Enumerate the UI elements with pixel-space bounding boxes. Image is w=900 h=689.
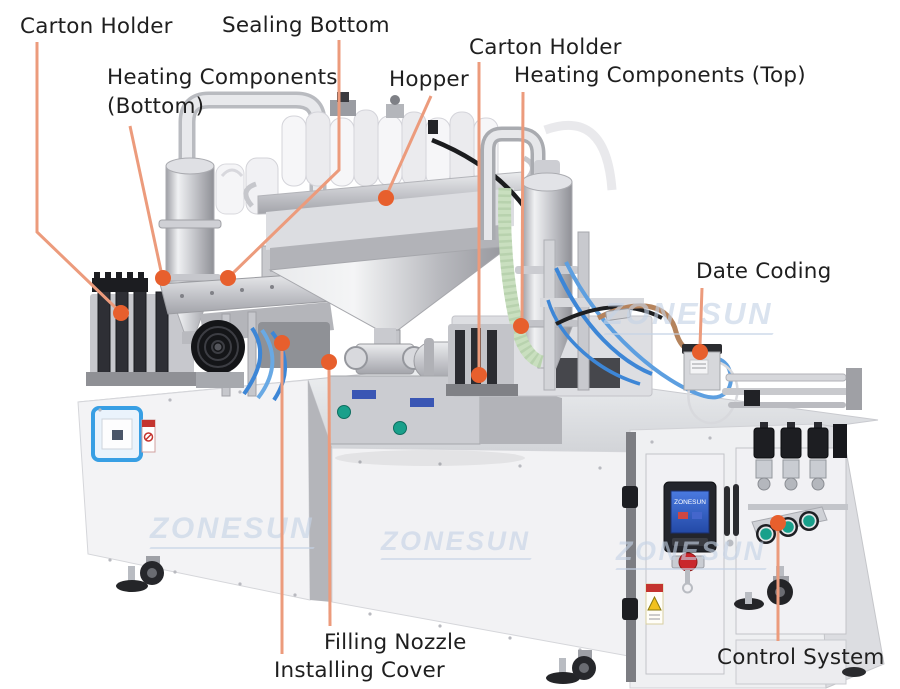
hopper-body-band <box>266 188 514 250</box>
hmi-button-strip <box>672 538 708 546</box>
door-key <box>726 539 734 547</box>
pushbutton-row <box>751 506 828 544</box>
panel-key-ring <box>682 582 693 594</box>
filler-label-2 <box>410 398 434 407</box>
carton-holder-right-unit <box>446 324 518 396</box>
label-hopper: Hopper <box>389 67 469 92</box>
leader-date-coding <box>692 287 708 360</box>
piston-clamp <box>424 338 434 384</box>
door-hinge-top <box>622 486 638 508</box>
hopper-pleated-cover <box>281 109 499 187</box>
filler-indicator-2 <box>393 421 407 435</box>
leader-hopper <box>378 95 433 206</box>
door-handle-right <box>733 484 739 536</box>
label-carton-holder-left: Carton Holder <box>20 14 173 39</box>
leader-sealing-bottom <box>220 40 341 286</box>
window-inner-mark <box>112 430 123 440</box>
door-hinge-bottom <box>622 598 638 620</box>
conveyor-rails <box>722 368 862 410</box>
hopper-dark-band <box>270 224 510 272</box>
cooling-fan <box>191 320 245 388</box>
hmi-screen <box>670 490 710 534</box>
label-heating-components-top: Heating Components (Top) <box>514 63 806 88</box>
caster-middle <box>546 650 596 684</box>
leader-filling-nozzle <box>321 354 337 627</box>
hopper-assembly <box>243 92 559 351</box>
label-control-system: Control System <box>717 645 885 670</box>
solenoid-valve-bank <box>748 422 848 510</box>
right-station <box>446 121 862 425</box>
motor-box <box>258 322 330 368</box>
foot-right-side <box>842 667 866 677</box>
leader-carton-holder-left <box>35 42 129 321</box>
label-filling-nozzle: Filling Nozzle <box>324 630 467 655</box>
hopper-handle-left <box>243 181 257 208</box>
pneumatic-tubes-right <box>546 261 733 400</box>
leader-carton-holder-right <box>471 62 487 383</box>
hmi-screen-brand: ZONESUN <box>674 499 706 506</box>
hopper-top-clamps <box>330 92 438 134</box>
black-cable-right <box>555 305 663 326</box>
guide-post-2 <box>247 311 257 397</box>
leader-heating-components-top <box>513 91 529 334</box>
caster-right <box>734 566 793 610</box>
housing-shadow <box>335 450 525 466</box>
caster-left <box>116 556 164 592</box>
label-date-coding: Date Coding <box>696 259 832 284</box>
heating-plate-bolts <box>180 282 304 298</box>
label-heating-bottom-line2: (Bottom) <box>107 94 205 119</box>
valve-neck <box>374 328 396 348</box>
warning-sticker-right <box>645 583 664 625</box>
hmi-chip-blue <box>692 512 702 519</box>
label-sealing-bottom: Sealing Bottom <box>222 13 390 38</box>
filler-indicator-1 <box>337 405 351 419</box>
filler-label-1 <box>352 390 376 399</box>
kick-panel <box>735 639 847 685</box>
warning-sticker-left <box>141 419 156 453</box>
leader-heating-components-bottom <box>128 125 171 286</box>
leader-control-system <box>770 515 786 641</box>
tube-fitting <box>605 308 631 321</box>
door-handle-left <box>724 486 730 536</box>
leader-installing-cover <box>274 335 290 654</box>
valve-ferrule-left <box>344 346 368 370</box>
label-installing-cover: Installing Cover <box>274 658 445 683</box>
hmi-chip-red <box>678 512 688 519</box>
cabinet-corner-gap <box>308 380 332 602</box>
panel-key-stem <box>685 570 690 584</box>
label-heating-bottom-line1: Heating Components <box>107 65 338 90</box>
control-panel: ZONESUN <box>663 422 848 594</box>
hinge-strip <box>626 432 636 682</box>
label-heating-components-bottom: Heating Components (Bottom) <box>107 63 338 121</box>
label-carton-holder-right: Carton Holder <box>469 35 622 60</box>
panel-screws <box>98 390 772 652</box>
